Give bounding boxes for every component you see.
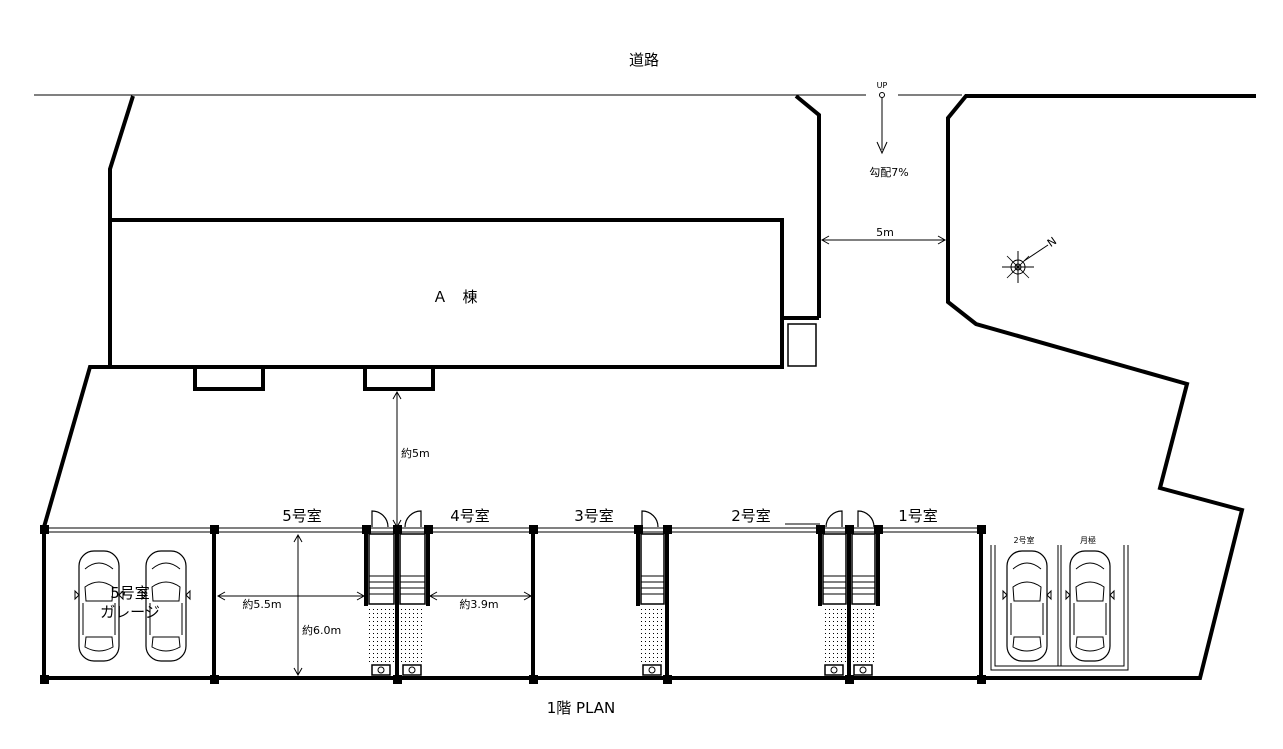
unit5-depth-arrow-top — [293, 533, 303, 543]
building-a-label: Ａ 棟 — [432, 288, 477, 306]
site-boundary-left — [108, 95, 135, 220]
stair-core-3 — [640, 533, 665, 676]
unit5-depth-label: 約6.0m — [302, 623, 341, 637]
gap-arrow-left — [820, 235, 830, 245]
building-a-entrance-right — [363, 365, 435, 391]
stair-core-1 — [851, 533, 876, 676]
site-boundary-right — [946, 94, 1256, 680]
stair-core-5 — [368, 533, 395, 676]
parking-stall-2-label: 月極 — [1080, 535, 1096, 545]
parking-stall-frame — [990, 545, 1129, 671]
parking-stall-frame-inner — [994, 545, 1125, 667]
slope-arrow-head — [876, 141, 888, 155]
unit4-width-arrow-left — [428, 591, 438, 601]
unit2-label: 2号室 — [731, 507, 771, 525]
slope-up-label: UP — [877, 81, 888, 90]
building-a — [108, 218, 784, 369]
unit1-label: 1号室 — [898, 507, 938, 525]
garage-label-line1: 5号室 — [110, 584, 150, 602]
slope-grade-label: 勾配7% — [869, 166, 908, 179]
driveway-wall-left — [794, 94, 821, 318]
meter-box — [787, 323, 817, 367]
door-swings — [371, 510, 875, 528]
courtyard-boundary — [42, 365, 110, 528]
court-dimension-label: 約5m — [401, 446, 430, 460]
structural-posts — [40, 525, 986, 684]
unit4-width-label: 約3.9m — [459, 597, 498, 611]
floor-plan-title: 1階 PLAN — [547, 699, 616, 717]
building-a-entrance-left — [193, 365, 265, 391]
court-arrow-top — [392, 390, 402, 400]
unit5-label: 5号室 — [282, 507, 322, 525]
parking-car-2 — [1065, 550, 1115, 662]
unit5-width-arrow-right — [356, 591, 366, 601]
gap-dimension-label: 5m — [876, 226, 894, 239]
slope-origin-marker — [879, 92, 885, 98]
compass-icon — [1002, 244, 1049, 283]
unit4-label: 4号室 — [450, 507, 490, 525]
parking-stall-1-label: 2号室 — [1013, 535, 1034, 545]
stair-core-4 — [399, 533, 426, 676]
road-label: 道路 — [629, 51, 659, 69]
unit5-width-arrow-left — [216, 591, 226, 601]
stair-core-2 — [822, 533, 847, 676]
parking-car-1 — [1002, 550, 1052, 662]
unit5-width-label: 約5.5m — [242, 597, 281, 611]
unit5-depth-arrow-bottom — [293, 667, 303, 677]
unit4-width-arrow-right — [523, 591, 533, 601]
unit3-label: 3号室 — [574, 507, 614, 525]
compass-north-label: N — [1045, 234, 1059, 249]
gap-arrow-right — [937, 235, 947, 245]
garage-label-line2: ガレージ — [100, 603, 160, 621]
